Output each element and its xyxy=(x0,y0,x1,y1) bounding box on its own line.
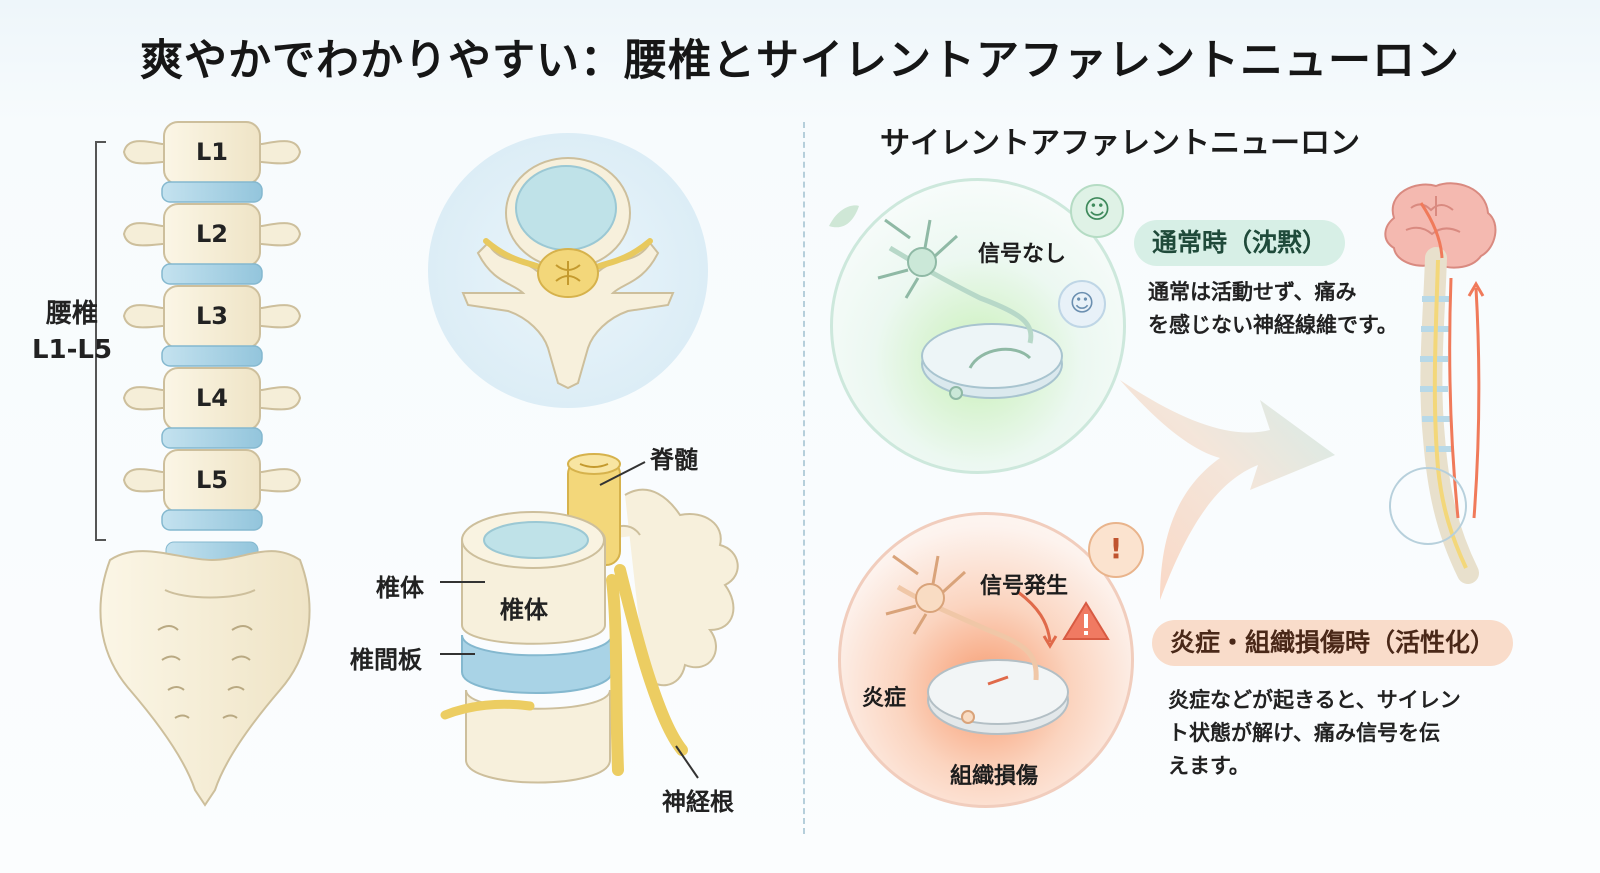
tissue-damage-label: 組織損傷 xyxy=(950,764,1039,789)
no-signal-label: 信号なし xyxy=(978,242,1067,267)
label-spinal-cord: 脊髄 xyxy=(650,446,698,474)
normal-state-description: 通常は活動せず、痛み を感じない神経線維です。 xyxy=(1148,276,1398,342)
vertebra-l1 xyxy=(122,121,302,203)
lumbar-label: 腰椎 L1-L5 xyxy=(22,296,122,368)
vertebra-label-l3: L3 xyxy=(196,302,228,330)
normal-desc-line2: を感じない神経線維です。 xyxy=(1148,313,1398,337)
label-vertebral-body-callout: 椎体 xyxy=(376,574,424,602)
vertebra-label-l4: L4 xyxy=(196,384,228,412)
nerve-root xyxy=(614,564,688,756)
active-desc-line3: えます。 xyxy=(1168,754,1250,778)
lumbar-label-jp: 腰椎 xyxy=(45,299,98,329)
lumbar-bracket xyxy=(95,141,106,541)
neuron-heading: サイレントアファレントニューロン xyxy=(880,126,1360,161)
vertebra-cross-section xyxy=(461,157,675,390)
vertebra-label-l5: L5 xyxy=(196,466,228,494)
page-title: 爽やかでわかりやすい：腰椎とサイレントアファレントニューロン xyxy=(140,36,1460,86)
inflammation-label: 炎症 xyxy=(862,686,907,711)
vertebra-l2 xyxy=(122,203,302,285)
vertebra-l3 xyxy=(122,285,302,367)
transition-arrow xyxy=(1120,380,1335,600)
smile-face-icon: ☺ xyxy=(1058,280,1106,328)
label-vertebral-body: 椎体 xyxy=(500,596,548,624)
normal-desc-line1: 通常は活動せず、痛み xyxy=(1148,280,1357,304)
section-divider xyxy=(803,122,805,834)
exclamation-bubble-icon: ! xyxy=(1088,522,1144,578)
vertebra-label-l2: L2 xyxy=(196,220,228,248)
sacrum xyxy=(99,550,311,807)
active-neuron-illustration xyxy=(885,554,1069,735)
active-desc-line1: 炎症などが起きると、サイレン xyxy=(1168,688,1461,712)
vertebra-l4 xyxy=(122,367,302,449)
signal-generated-label: 信号発生 xyxy=(980,574,1069,599)
disc-below-l5 xyxy=(161,509,263,531)
lumbar-label-range: L1-L5 xyxy=(31,335,113,365)
disc-below-l4 xyxy=(161,427,263,449)
disc-below-l2 xyxy=(161,263,263,285)
vertebra-label-l1: L1 xyxy=(196,138,228,166)
active-state-description: 炎症などが起きると、サイレン ト状態が解け、痛み信号を伝 えます。 xyxy=(1168,684,1461,783)
lumbar-spine-illustration xyxy=(95,121,311,807)
disc-below-l3 xyxy=(161,345,263,367)
silent-neuron-illustration xyxy=(877,218,1063,400)
active-state-pill: 炎症・組織損傷時（活性化） xyxy=(1152,620,1514,666)
vertebra-l5 xyxy=(122,449,302,531)
brain-spine-illustration xyxy=(1384,182,1497,584)
label-nerve-root: 神経根 xyxy=(662,788,734,816)
brain xyxy=(1384,182,1497,269)
warning-triangle-icon xyxy=(1062,601,1110,640)
active-desc-line2: ト状態が解け、痛み信号を伝 xyxy=(1168,721,1440,745)
normal-state-pill: 通常時（沈黙） xyxy=(1134,220,1346,266)
smile-bubble-icon: ☺ xyxy=(1070,184,1124,238)
label-disc: 椎間板 xyxy=(350,646,422,674)
vertebra-detail-3d xyxy=(440,453,739,784)
disc-below-l1 xyxy=(161,181,263,203)
leaf-decoration xyxy=(829,205,859,228)
